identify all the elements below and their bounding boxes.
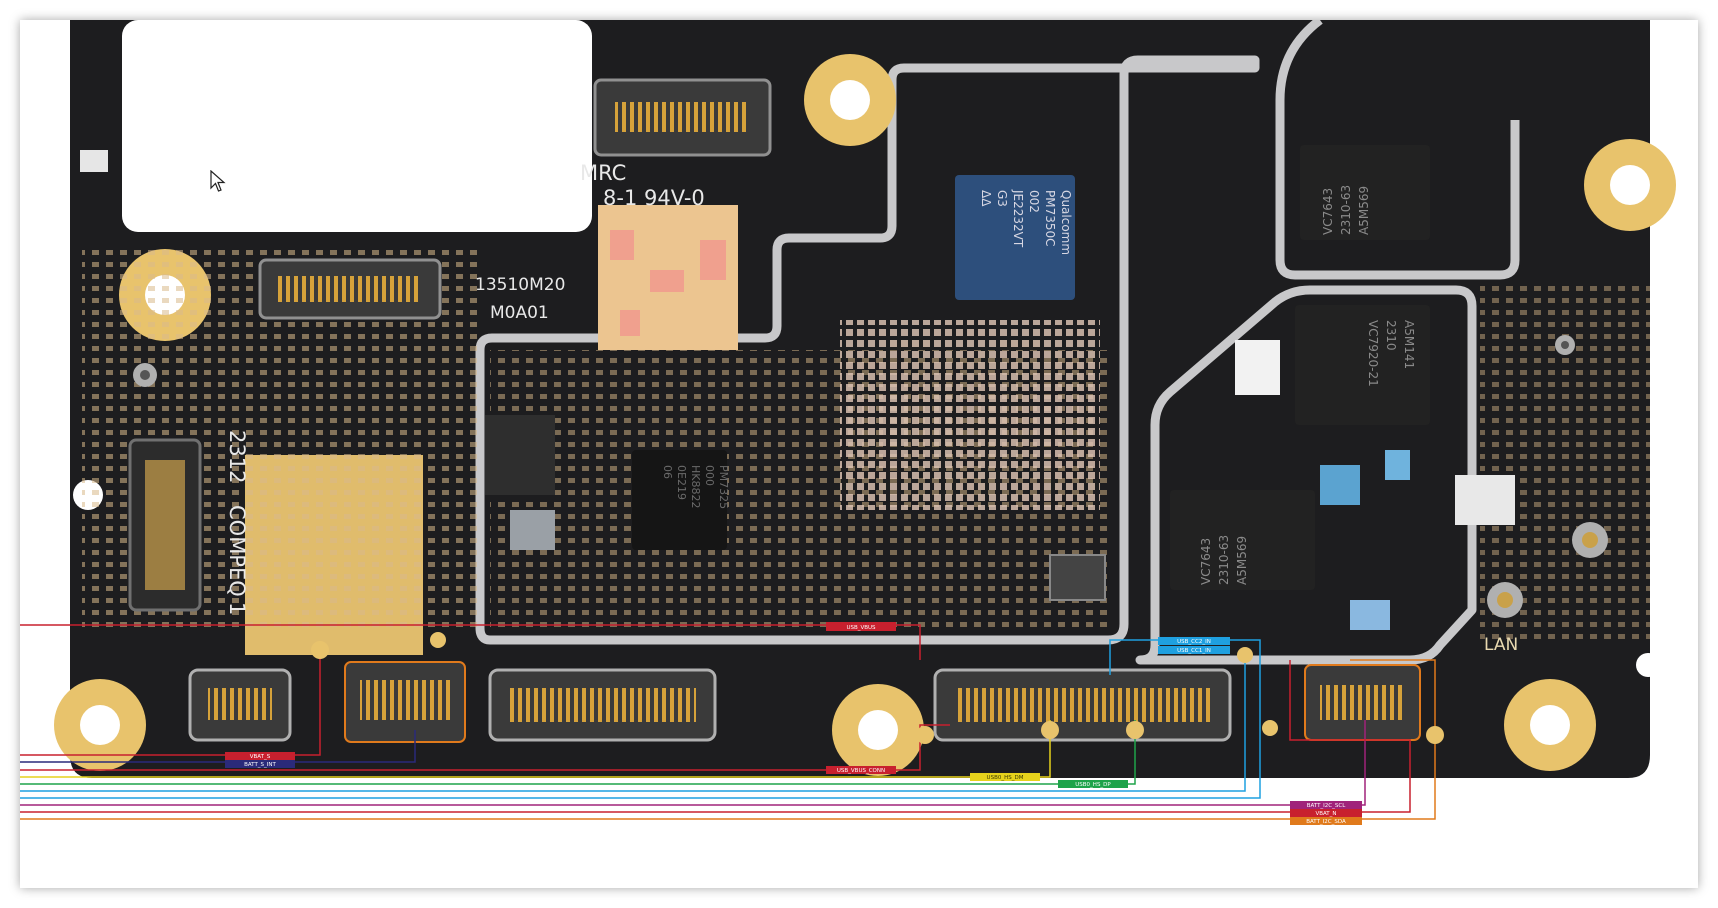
- chip-rf-bottom: VC7643 2310-63 A5M569: [1170, 490, 1315, 590]
- net-vbat-n: VBAT_N: [1315, 811, 1336, 817]
- pmic-second-line-4: 0E219: [675, 465, 688, 500]
- net-usb-hs-dm: USB0_HS_DM: [987, 775, 1024, 781]
- image-frame: Qualcomm PM7350C 002 JE2232VT G3 ΔΔ PM73…: [20, 20, 1698, 888]
- revision: M0A01: [490, 303, 549, 323]
- shield-outline-center: [475, 55, 1260, 645]
- connectors: [128, 78, 1421, 743]
- pmic-second-line-1: PM7325: [717, 465, 730, 509]
- lan-label: LAN: [1484, 635, 1518, 655]
- bga-field: [840, 320, 1100, 510]
- pmic-main-line-2: PM7350C: [1043, 190, 1057, 247]
- mouse-cursor-icon: [210, 170, 226, 192]
- pmic-second-line-2: 000: [703, 465, 716, 486]
- net-usb-vbus: USB_VBUS: [846, 625, 876, 631]
- pmic-main-line-1: Qualcomm: [1059, 190, 1073, 255]
- pmic-main-line-3: 002: [1027, 190, 1041, 213]
- antenna-sockets: [133, 335, 1608, 618]
- board-cutout: [122, 20, 592, 232]
- pmic-second-line-3: HK8822: [689, 465, 702, 508]
- net-vbat-s: VBAT_S: [250, 754, 271, 760]
- rf-mid-line-2: 2310: [1384, 320, 1398, 351]
- rf-bottom-line-1: VC7643: [1199, 538, 1213, 585]
- net-batt-i2c-scl: BATT_I2C_SCL: [1307, 803, 1347, 809]
- pmic-main-line-4: JE2232VT: [1011, 189, 1025, 248]
- net-usb-hs-dp: USB0_HS_DP: [1075, 782, 1111, 788]
- net-traces: [20, 624, 1436, 820]
- part-number: 13510M20: [475, 275, 565, 295]
- rf-mid-line-1: A5M141: [1402, 320, 1416, 369]
- net-usb-cc1-in: USB_CC1_IN: [1177, 648, 1211, 654]
- date-code: 2312: [225, 430, 249, 483]
- pcb-canvas: Qualcomm PM7350C 002 JE2232VT G3 ΔΔ PM73…: [20, 20, 1676, 825]
- pmic-second-line-5: 06: [661, 465, 674, 479]
- net-batt-s-int: BATT_S_INT: [244, 762, 276, 768]
- net-usb-cc2-in: USB_CC2_IN: [1177, 639, 1211, 645]
- rf-top-line-3: A5M569: [1357, 186, 1371, 235]
- net-labels: USB_VBUS USB_CC2_IN USB_CC1_IN VBAT_S BA…: [225, 622, 1362, 825]
- ul-mark: MRC: [580, 161, 626, 185]
- shield-outline-top-right: [1275, 20, 1520, 280]
- rf-top-line-2: 2310-63: [1339, 185, 1353, 235]
- pmic-main-line-5: G3: [995, 190, 1009, 207]
- pmic-main-line-6: ΔΔ: [979, 190, 993, 207]
- rf-bottom-line-3: A5M569: [1235, 536, 1249, 585]
- chip-rf-top: VC7643 2310-63 A5M569: [1300, 145, 1430, 240]
- misc-components: [80, 150, 1515, 630]
- rf-top-line-1: VC7643: [1321, 188, 1335, 235]
- ul-code: 8-1 94V-0: [603, 186, 705, 210]
- test-points: [311, 632, 1444, 744]
- maker-suffix: 1: [225, 602, 249, 615]
- rf-mid-line-3: VC7920-21: [1366, 320, 1380, 387]
- net-usb-vbus-conn: USB_VBUS_CONN: [837, 768, 885, 774]
- shield-outline-rf: [1135, 285, 1477, 665]
- rf-bottom-line-2: 2310-63: [1217, 535, 1231, 585]
- chip-pmic-main: Qualcomm PM7350C 002 JE2232VT G3 ΔΔ: [955, 175, 1075, 300]
- chip-rf-mid: A5M141 2310 VC7920-21: [1295, 305, 1430, 425]
- chip-pmic-second: PM7325 000 HK8822 0E219 06: [632, 450, 730, 550]
- gold-pad-patches: [610, 230, 726, 336]
- maker-mark: COMPEQ: [225, 505, 249, 597]
- net-batt-i2c-sda: BATT_I2C_SDA: [1306, 819, 1346, 825]
